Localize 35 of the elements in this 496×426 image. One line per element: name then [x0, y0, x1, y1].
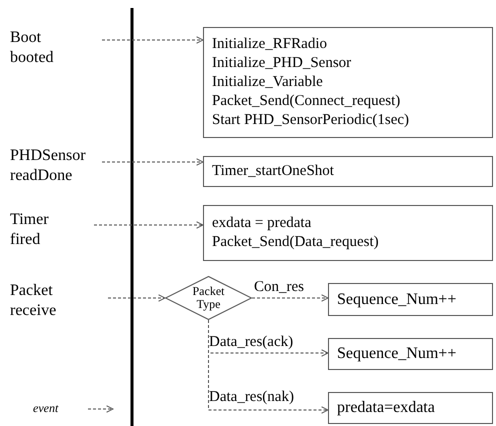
code-statement: exdata = predata	[212, 214, 312, 233]
code-statement: Initialize_Variable	[212, 73, 323, 92]
code-statement: Initialize_RFRadio	[212, 35, 327, 54]
dashed-arrow	[102, 158, 204, 166]
process-box	[328, 338, 493, 370]
code-statement: Packet_Send(Connect_request)	[212, 92, 400, 111]
decision-label: Packet Type	[192, 285, 226, 311]
code-statement: Sequence_Num++	[337, 344, 456, 364]
dashed-arrow	[252, 294, 328, 302]
code-statement: predata=exdata	[337, 398, 435, 418]
process-box	[203, 27, 493, 138]
event-label: PHDSensor	[10, 146, 86, 166]
dashed-arrow	[108, 294, 166, 302]
edge-label: Data_res(ack)	[209, 334, 294, 351]
edge-label: Con_res	[254, 279, 304, 296]
event-label: readDone	[10, 166, 72, 186]
code-statement: Sequence_Num++	[337, 290, 456, 310]
code-statement: Initialize_PHD_Sensor	[212, 54, 352, 73]
event-label: receive	[10, 301, 56, 321]
code-statement: Packet_Send(Data_request)	[212, 233, 379, 252]
dashed-arrow	[94, 221, 204, 229]
process-box	[203, 205, 493, 261]
process-box	[328, 392, 493, 424]
edge-label: Data_res(nak)	[209, 389, 294, 406]
event-label: Packet	[10, 281, 53, 301]
event-label: booted	[10, 48, 54, 68]
event-label: Boot	[10, 28, 42, 48]
dashed-arrow	[102, 36, 204, 44]
code-statement: Start PHD_SensorPeriodic(1sec)	[212, 111, 410, 130]
process-box	[328, 283, 493, 316]
legend-label: event	[33, 401, 58, 415]
event-label: fired	[10, 230, 40, 250]
process-box	[203, 156, 493, 187]
event-label: Timer	[10, 210, 49, 230]
code-statement: Timer_startOneShot	[212, 162, 334, 181]
